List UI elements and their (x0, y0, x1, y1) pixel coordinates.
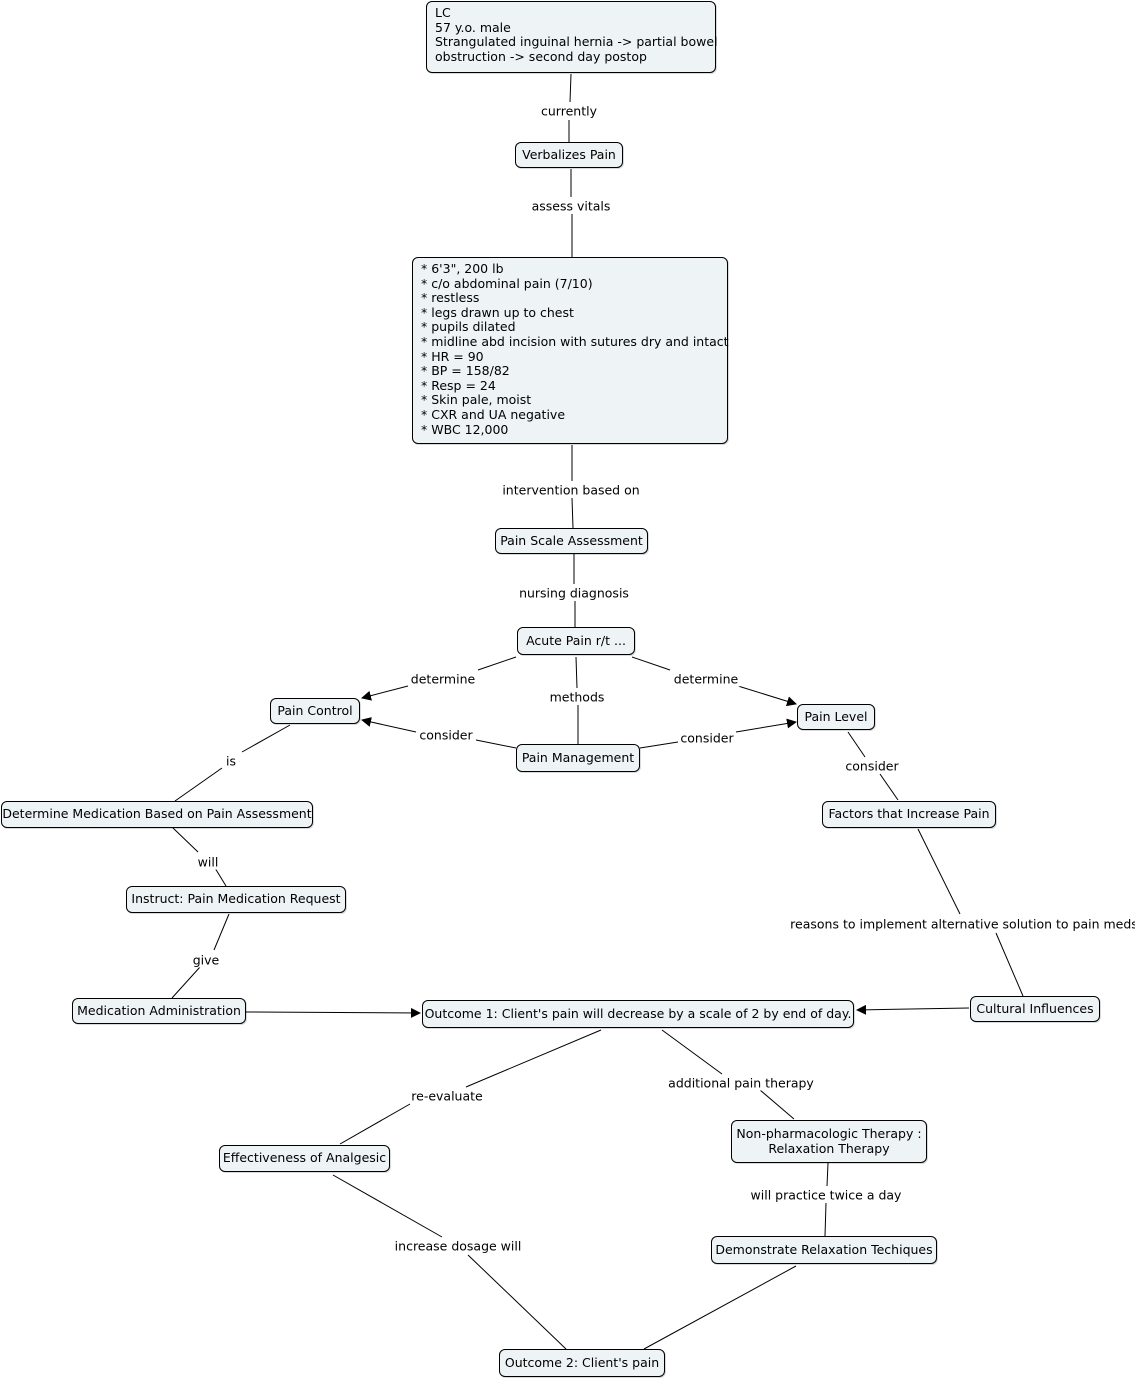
edge-outcome1-to-additional (661, 1029, 723, 1075)
cultural-influences-node[interactable]: Cultural Influences (970, 996, 1100, 1022)
edge-control-to-is (241, 724, 291, 753)
link-label-re-evaluate: re-evaluate (409, 1088, 485, 1104)
pain-level-node[interactable]: Pain Level (797, 704, 875, 730)
case-info-node[interactable]: LC 57 y.o. male Strangulated inguinal he… (426, 1, 718, 73)
case-info-line: LC (435, 5, 451, 20)
non-pharm-line: Relaxation Therapy (768, 1140, 890, 1156)
edge-determine-right-to-level (737, 685, 797, 707)
vitals-node[interactable]: * 6'3", 200 lb * c/o abdominal pain (7/1… (412, 257, 729, 444)
edge-outcome1-to-reevaluate (465, 1029, 602, 1088)
link-label-intervention: intervention based on (500, 482, 642, 498)
edge-instruct-to-give (213, 913, 230, 951)
link-label-will: will (195, 854, 221, 870)
link-label-consider-level: consider (843, 758, 901, 774)
vitals-line: * c/o abdominal pain (7/10) (421, 275, 593, 291)
vitals-line: * CXR and UA negative (421, 406, 566, 422)
vitals-line: * pupils dilated (421, 319, 516, 335)
outcome-2-node[interactable]: Outcome 2: Client's pain (499, 1349, 665, 1377)
link-label-practice: will practice twice a day (748, 1187, 904, 1203)
effectiveness-analgesic-node[interactable]: Effectiveness of Analgesic (219, 1145, 390, 1172)
edge-increase-to-outcome2 (467, 1254, 567, 1350)
link-label-currently: currently (539, 103, 599, 119)
medication-administration-node[interactable]: Medication Administration (72, 998, 246, 1024)
edge-determine-left-to-control (361, 685, 409, 701)
edge-determine-med-to-will (172, 827, 199, 853)
link-label-assess-vitals: assess vitals (529, 198, 613, 214)
link-label-increase-dosage: increase dosage will (392, 1238, 524, 1254)
case-info-line: 57 y.o. male (435, 19, 511, 35)
link-label-reasons: reasons to implement alternative solutio… (788, 916, 1135, 932)
edge-factors-to-reasons (917, 828, 961, 915)
link-label-methods: methods (547, 689, 607, 705)
edge-management-to-consider-left (475, 739, 517, 749)
edge-case-to-currently (569, 73, 572, 103)
vitals-line: * HR = 90 (421, 348, 484, 364)
edge-is-to-determine-med (174, 767, 223, 802)
demonstrate-relaxation-node[interactable]: Demonstrate Relaxation Techiques (711, 1236, 937, 1264)
pain-scale-assessment-node[interactable]: Pain Scale Assessment (495, 528, 648, 554)
edge-will-to-instruct (214, 867, 227, 887)
edge-reasons-to-cultural (995, 932, 1024, 997)
non-pharm-line: Non-pharmacologic Therapy : (736, 1125, 922, 1141)
acute-pain-node[interactable]: Acute Pain r/t ... (517, 627, 635, 655)
link-label-determine-right: determine (671, 671, 741, 687)
link-label-is: is (224, 753, 238, 769)
outcome-1-node[interactable]: Outcome 1: Client's pain will decrease b… (422, 1000, 854, 1028)
edge-acute-to-determine-left (477, 656, 517, 671)
link-label-consider-left: consider (417, 727, 475, 743)
edge-nonpharm-to-practice (826, 1162, 829, 1187)
pain-management-node[interactable]: Pain Management (516, 744, 640, 772)
edge-reevaluate-to-effectiveness (339, 1103, 411, 1145)
edge-consider-left-to-control (361, 717, 417, 733)
link-label-nursing-diagnosis: nursing diagnosis (517, 585, 631, 601)
edge-effectiveness-to-increase (332, 1174, 443, 1238)
edge-consider-to-factors (879, 773, 899, 801)
edge-consider-right-to-level (735, 718, 797, 733)
instruct-pain-medication-node[interactable]: Instruct: Pain Medication Request (126, 886, 346, 913)
link-label-give: give (190, 952, 222, 968)
vitals-line: * WBC 12,000 (421, 421, 509, 437)
edge-give-to-medadmin (171, 966, 201, 999)
vitals-line: * legs drawn up to chest (421, 304, 574, 320)
vitals-line: * Resp = 24 (421, 377, 496, 393)
edge-acute-to-determine-right (631, 656, 671, 671)
vitals-line: * midline abd incision with sutures dry … (421, 333, 729, 349)
vitals-line: * restless (421, 290, 480, 306)
edge-demonstrate-to-outcome2 (643, 1265, 797, 1350)
link-label-additional-therapy: additional pain therapy (666, 1075, 816, 1091)
factors-increase-pain-node[interactable]: Factors that Increase Pain (822, 801, 996, 828)
link-label-determine-left: determine (408, 671, 478, 687)
edge-additional-to-nonpharm (759, 1089, 795, 1120)
edge-cultural-to-outcome1 (856, 1004, 970, 1015)
edge-management-to-consider-right (639, 741, 679, 749)
vitals-line: * 6'3", 200 lb (421, 261, 504, 276)
case-info-line: Strangulated inguinal hernia -> partial … (435, 34, 718, 50)
pain-control-node[interactable]: Pain Control (270, 698, 360, 724)
determine-medication-node[interactable]: Determine Medication Based on Pain Asses… (1, 801, 313, 828)
link-label-consider-right: consider (678, 730, 736, 746)
edge-medadmin-to-outcome1 (245, 1007, 421, 1018)
verbalizes-pain-node[interactable]: Verbalizes Pain (515, 142, 623, 168)
edge-practice-to-demonstrate (824, 1202, 827, 1237)
edge-intervention-to-scale (571, 497, 574, 529)
edge-acute-to-methods (575, 656, 578, 689)
vitals-line: * Skin pale, moist (421, 392, 532, 408)
case-info-line: obstruction -> second day postop (435, 48, 647, 64)
edge-level-to-consider (847, 731, 866, 758)
vitals-line: * BP = 158/82 (421, 363, 510, 379)
non-pharmacologic-therapy-node[interactable]: Non-pharmacologic Therapy : Relaxation T… (731, 1120, 927, 1163)
